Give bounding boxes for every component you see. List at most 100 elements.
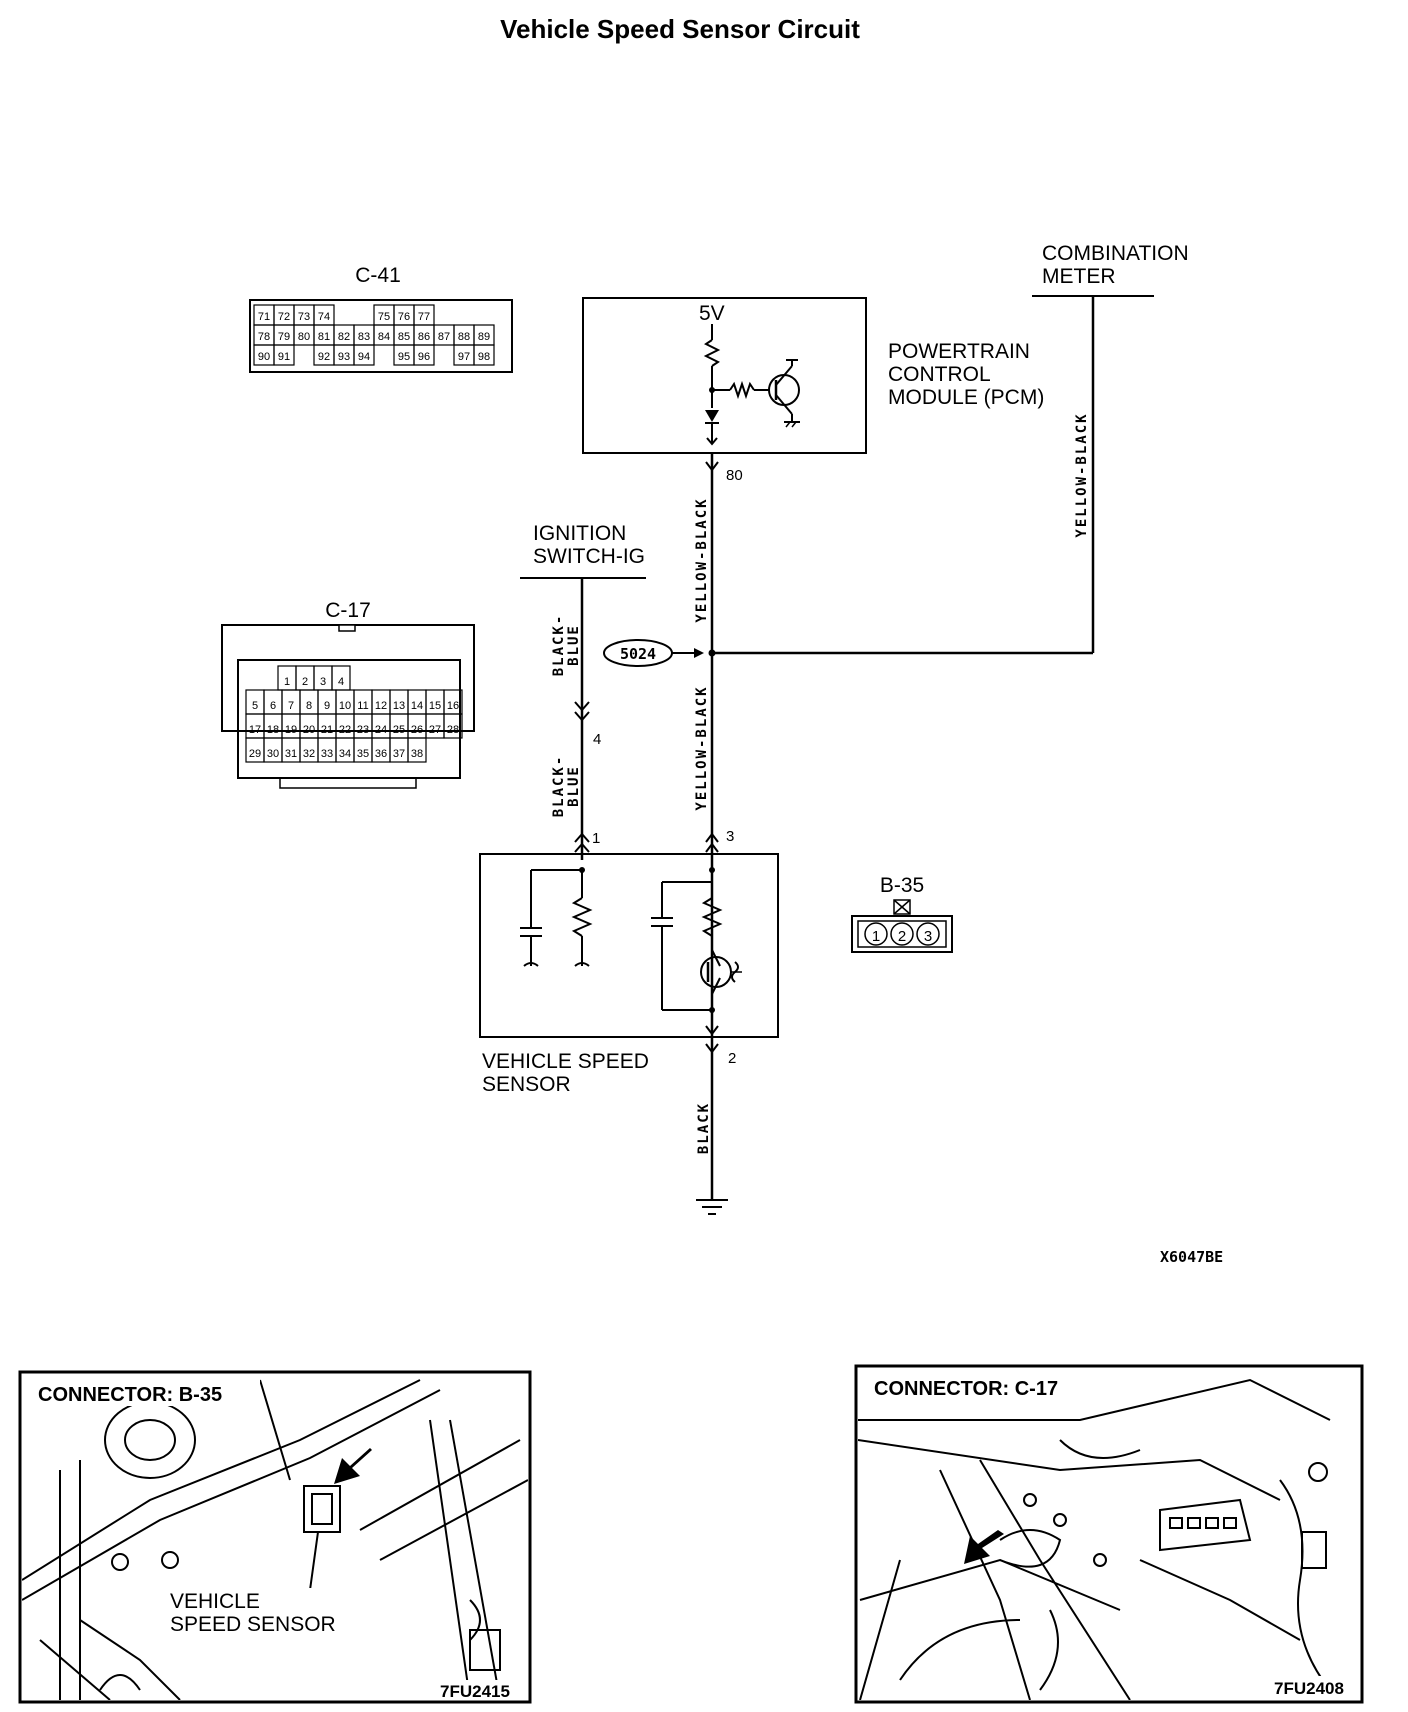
connector-c41-pin-label: 94 [358,351,370,363]
connector-b35-pin-label: 1 [872,928,880,945]
connector-c17-pin-label: 33 [321,748,333,760]
connector-c17-label: C-17 [325,599,371,622]
meter-wire-color: YELLOW-BLACK [1074,412,1090,537]
connector-c17-pin-label: 37 [393,748,405,760]
connector-c41-pin-label: 87 [438,331,450,343]
connector-c17-pin-label: 30 [267,748,279,760]
connector-b35-pin-label: 2 [898,928,906,945]
meter-label-line2: METER [1042,265,1116,288]
connector-c17-pin-label: 20 [303,724,315,736]
splice-label: 5024 [620,645,656,663]
connector-c41-pin-label: 88 [458,331,470,343]
connector-c17-pin-label: 34 [339,748,351,760]
connector-c41-pin-label: 83 [358,331,370,343]
connector-c17-pin-label: 9 [324,700,330,712]
connector-c17-pin-label: 22 [339,724,351,736]
ground-line: BLACK [696,1102,728,1215]
connector-b35-label: B-35 [880,874,924,897]
meter-label-line1: COMBINATION [1042,242,1189,265]
connector-c41-pin-label: 81 [318,331,330,343]
pcm-label-line2: CONTROL [888,363,991,386]
connector-c41-pin-label: 96 [418,351,430,363]
connector-c41-pin-label: 71 [258,311,270,323]
connector-c17-pin-label: 21 [321,724,333,736]
pin-2: 2 [728,1050,736,1067]
connector-c17-cell [443,713,463,739]
connector-c41-cell [473,344,495,366]
connector-c17-pin-label: 31 [285,748,297,760]
connector-c17-pin-label: 38 [411,748,423,760]
connector-c17-cell [407,737,427,763]
connector-c17-pin-label: 13 [393,700,405,712]
connector-c17-pin-label: 18 [267,724,279,736]
sensor-signal-wire-color: YELLOW-BLACK [694,685,710,810]
pcm-supply-label: 5V [699,302,725,325]
connector-c17-pin-label: 24 [375,724,387,736]
connector-c17-pin-label: 29 [249,748,261,760]
connector-c41-pin-label: 82 [338,331,350,343]
connector-c17-pin-label: 5 [252,700,258,712]
connector-c41-pin-label: 90 [258,351,270,363]
ignition-switch-line: IGNITION SWITCH-IG BLACK- BLUE 4 BLACK- … [520,522,646,860]
connector-b35-pin [890,922,914,946]
combination-meter: COMBINATION METER YELLOW-BLACK [712,242,1189,655]
pcm-module: 5V POWERTRAIN CONTROL MODULE (PCM) [582,297,1044,454]
connector-c17-pin-label: 36 [375,748,387,760]
pcm-wire-color: YELLOW-BLACK [694,497,710,622]
connector-c41-pin-label: 73 [298,311,310,323]
ig-upper-wire-line1: BLACK- [551,614,567,677]
connector-c41-cell [413,344,435,366]
connector-c41-pin-label: 97 [458,351,470,363]
connector-c17-pin-label: 10 [339,700,351,712]
connector-c41-pin-label: 92 [318,351,330,363]
photo-b35-inset-line2: SPEED SENSOR [170,1613,336,1636]
connector-c17-pin-label: 3 [320,676,326,688]
ig-upper-wire-line2: BLUE [566,624,582,666]
connector-c17-pin-label: 26 [411,724,423,736]
page-title: Vehicle Speed Sensor Circuit [500,14,860,44]
connector-c41-pin-label: 89 [478,331,490,343]
connector-c17-pin-label: 2 [302,676,308,688]
connector-c41-pin-label: 75 [378,311,390,323]
connector-c41-pin-label: 72 [278,311,290,323]
splice-5024: 5024 [603,639,704,667]
connector-c17-pin-label: 35 [357,748,369,760]
connector-b35-pin [864,922,888,946]
pin-3: 3 [726,828,734,845]
pin-1: 1 [592,830,600,847]
connector-c17-pin-label: 1 [284,676,290,688]
signal-line: 80 YELLOW-BLACK YELLOW-BLACK 3 [694,453,743,1200]
ignition-label-line1: IGNITION [533,522,626,545]
connector-c41-pin-label: 91 [278,351,290,363]
connector-c17-pin-label: 14 [411,700,423,712]
connector-c41-pin-label: 93 [338,351,350,363]
connector-c17-pin-label: 23 [357,724,369,736]
vss-label-line2: SENSOR [482,1073,571,1096]
vss-label-line1: VEHICLE SPEED [482,1050,649,1073]
connector-c41-label: C-41 [355,264,401,287]
connector-b35-pin [916,922,940,946]
vehicle-speed-sensor: 2 VEHICLE SPEED SENSOR [479,853,779,1096]
photo-b35-caption: CONNECTOR: B-35 [38,1384,222,1406]
connector-c41-pin-label: 85 [398,331,410,343]
connector-c17-pin-label: 15 [429,700,441,712]
connector-c41-pin-label: 86 [418,331,430,343]
connector-c41-pin-label: 95 [398,351,410,363]
photo-b35-inset-line1: VEHICLE [170,1590,260,1613]
connector-c17-pin-label: 4 [338,676,344,688]
connector-c17-pin-label: 32 [303,748,315,760]
photo-c17-code: 7FU2408 [1274,1679,1344,1698]
connector-c17-pin-label: 27 [429,724,441,736]
connector-c17-pin-label: 6 [270,700,276,712]
connector-c41-cell [273,344,295,366]
connector-c17-pin-label: 19 [285,724,297,736]
ground-wire-color: BLACK [696,1102,712,1154]
connector-c17-pin-label: 7 [288,700,294,712]
